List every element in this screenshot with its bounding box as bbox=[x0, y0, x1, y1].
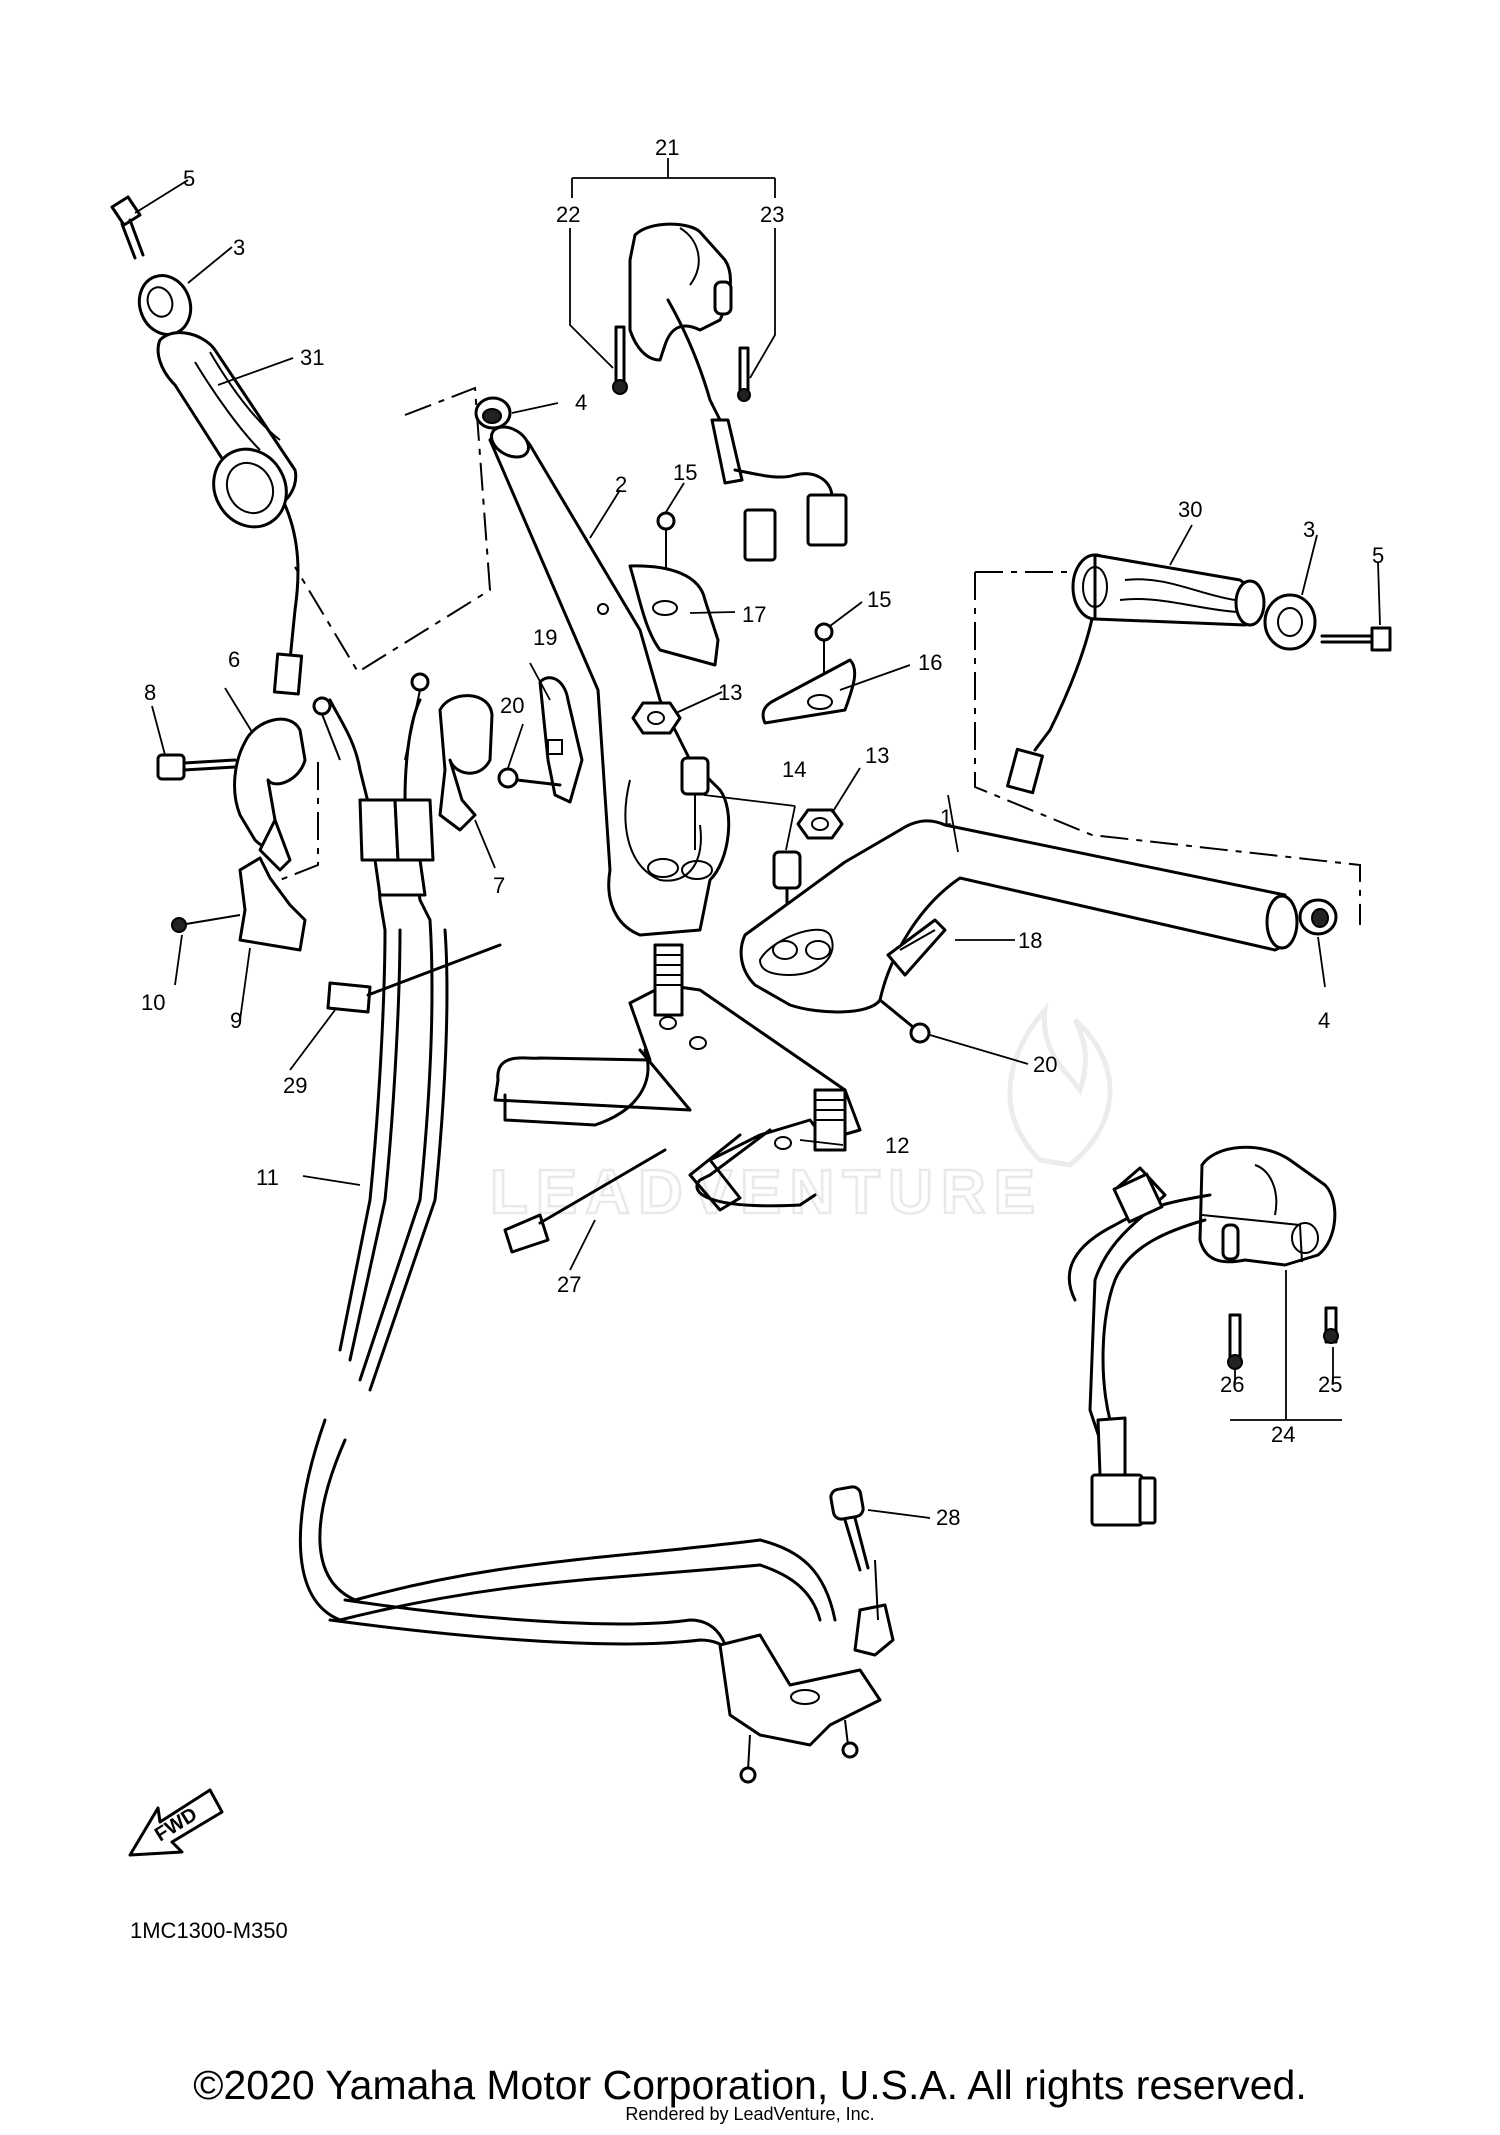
part-18-clip bbox=[886, 918, 947, 977]
callout-10: 10 bbox=[141, 990, 165, 1015]
part-28-bolt bbox=[829, 1485, 879, 1621]
assembly-outline-left bbox=[294, 386, 492, 674]
callout-6: 6 bbox=[228, 647, 240, 672]
part-29-cable-tie bbox=[326, 943, 502, 1014]
part-26-screw bbox=[1227, 1313, 1243, 1370]
part-13-nut-left bbox=[631, 701, 682, 735]
part-15-bolt-upper bbox=[656, 511, 676, 575]
part-4-plug-upper bbox=[474, 396, 512, 430]
cable-ends bbox=[312, 672, 430, 761]
callout-28: 28 bbox=[936, 1505, 960, 1530]
part-24-switch-right bbox=[1067, 1145, 1337, 1527]
callout-5-right: 5 bbox=[1372, 543, 1384, 568]
callout-13-lower: 13 bbox=[865, 743, 889, 768]
assembly-outline-right bbox=[974, 571, 1361, 925]
callout-2: 2 bbox=[615, 472, 627, 497]
part-22-screw bbox=[612, 325, 628, 395]
callout-9: 9 bbox=[230, 1008, 242, 1033]
part-27-cable-tie bbox=[503, 1148, 667, 1254]
fwd-arrow-icon: FWD bbox=[128, 1788, 224, 1857]
callout-18: 18 bbox=[1018, 928, 1042, 953]
callout-29: 29 bbox=[283, 1073, 307, 1098]
callout-27: 27 bbox=[557, 1272, 581, 1297]
copyright-notice: ©2020 Yamaha Motor Corporation, U.S.A. A… bbox=[193, 2062, 1307, 2108]
callout-31: 31 bbox=[300, 345, 324, 370]
part-5-bolt-right bbox=[1320, 626, 1392, 652]
part-21-switch-left bbox=[628, 222, 848, 562]
callout-19: 19 bbox=[533, 625, 557, 650]
part-17-bracket bbox=[628, 564, 720, 667]
part-7-clamp bbox=[438, 694, 494, 832]
group-bracket-21 bbox=[569, 158, 776, 379]
callout-1: 1 bbox=[940, 805, 952, 830]
leadventure-watermark: LEADVENTURE bbox=[489, 1002, 1113, 1228]
part-8-bolt bbox=[156, 753, 237, 781]
part-5-bolt-left bbox=[110, 195, 145, 260]
part-31-grip-left bbox=[156, 331, 304, 696]
part-19-bracket bbox=[538, 676, 584, 804]
callout-3-right: 3 bbox=[1303, 517, 1315, 542]
part-10-screw bbox=[171, 914, 241, 933]
callout-13-upper: 13 bbox=[718, 680, 742, 705]
callout-22: 22 bbox=[556, 202, 580, 227]
part-25-screw bbox=[1323, 1306, 1339, 1344]
callout-15-upper: 15 bbox=[673, 460, 697, 485]
part-14-bolt-a bbox=[680, 756, 710, 850]
callout-21: 21 bbox=[655, 135, 679, 160]
callout-11: 11 bbox=[256, 1165, 279, 1190]
diagram-code: 1MC1300-M350 bbox=[130, 1918, 288, 1943]
callout-4-lower: 4 bbox=[1318, 1008, 1330, 1033]
callout-14: 14 bbox=[782, 757, 806, 782]
part-23-screw bbox=[737, 346, 751, 402]
callout-3-left: 3 bbox=[233, 235, 245, 260]
part-6-lever-holder bbox=[233, 717, 307, 872]
callout-4-upper: 4 bbox=[575, 390, 587, 415]
part-13-nut-right bbox=[796, 808, 844, 840]
callout-17: 17 bbox=[742, 602, 766, 627]
rendered-by-notice: Rendered by LeadVenture, Inc. bbox=[625, 2104, 875, 2124]
callout-5-left: 5 bbox=[183, 166, 195, 191]
part-4-plug-lower bbox=[1298, 898, 1338, 936]
assembly-outline-lever bbox=[279, 762, 319, 881]
part-3-grip-end-left bbox=[137, 274, 193, 336]
callout-15-lower: 15 bbox=[867, 587, 891, 612]
callout-labels: 1 2 3 3 4 4 5 5 6 7 8 9 10 11 12 13 13 1… bbox=[141, 135, 1384, 1530]
leader-lines bbox=[134, 179, 1381, 1519]
callout-26: 26 bbox=[1220, 1372, 1244, 1397]
part-1-handlebar-right bbox=[739, 819, 1299, 1014]
part-16-bracket bbox=[761, 658, 857, 725]
callout-24: 24 bbox=[1271, 1422, 1295, 1447]
callout-20-left: 20 bbox=[500, 693, 524, 718]
callout-8: 8 bbox=[144, 680, 156, 705]
part-9-bracket bbox=[238, 856, 307, 952]
part-30-grip-right bbox=[1006, 553, 1266, 795]
part-2-handlebar-left bbox=[488, 425, 731, 937]
callout-16: 16 bbox=[918, 650, 942, 675]
watermark-text: LEADVENTURE bbox=[490, 1158, 1043, 1227]
part-20-bolt-right bbox=[878, 998, 931, 1044]
callout-30: 30 bbox=[1178, 497, 1202, 522]
callout-12: 12 bbox=[885, 1133, 909, 1158]
callout-20-right: 20 bbox=[1033, 1052, 1057, 1077]
callout-23: 23 bbox=[760, 202, 784, 227]
part-11-cables bbox=[298, 698, 895, 1784]
callout-25: 25 bbox=[1318, 1372, 1342, 1397]
part-12-holder bbox=[493, 943, 862, 1212]
callout-7: 7 bbox=[493, 873, 505, 898]
part-20-bolt-left bbox=[497, 767, 562, 789]
part-3-grip-end-right bbox=[1263, 593, 1317, 651]
